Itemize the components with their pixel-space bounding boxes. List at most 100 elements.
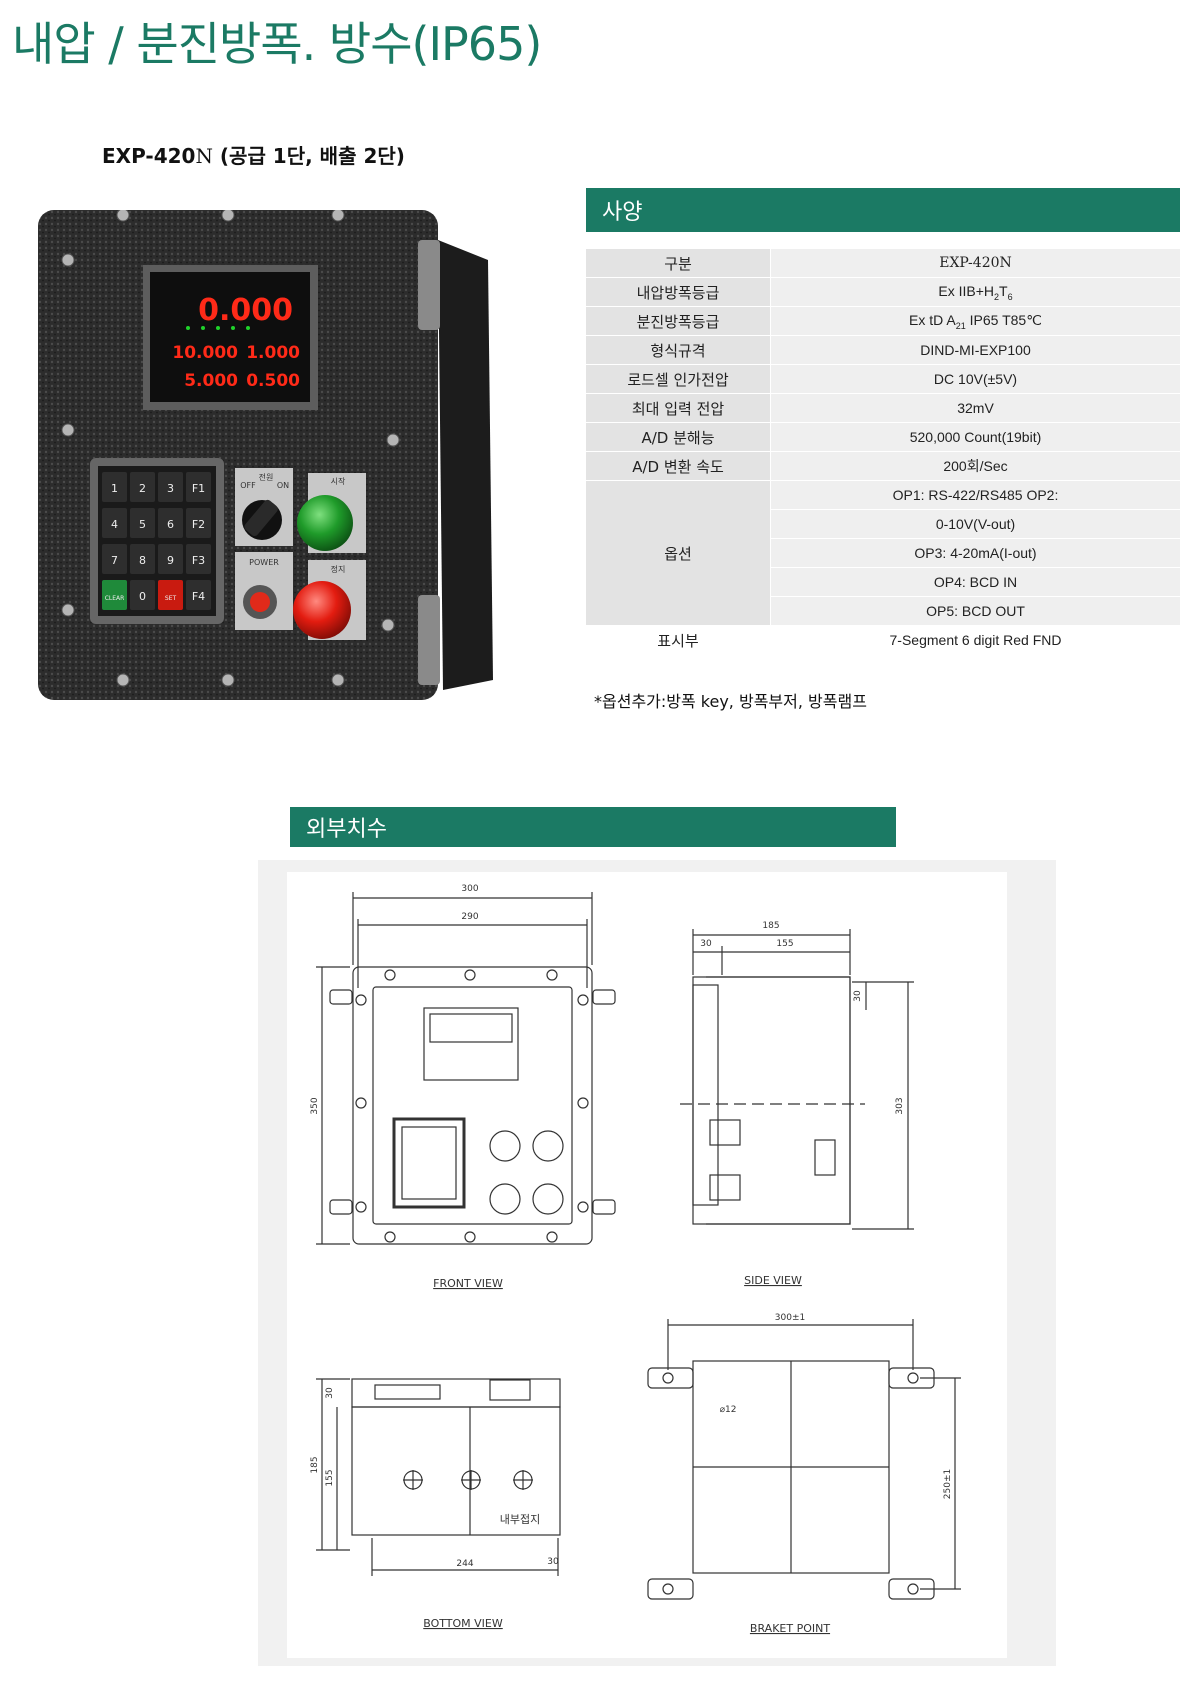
model-code: EXP-420: [102, 144, 196, 168]
keypad-key[interactable]: [130, 472, 155, 502]
keypad-key[interactable]: [158, 580, 183, 610]
keypad-key[interactable]: [186, 508, 211, 538]
spec-label: 내압방폭등급: [586, 277, 771, 307]
dimension-section-header: 외부치수: [290, 807, 896, 847]
switch-label: 전원: [259, 472, 274, 482]
spec-section-header: 사양: [586, 188, 1180, 232]
drawing-sheet: [287, 872, 1007, 1658]
side-view: [680, 929, 914, 1230]
keypad-key-label: 5: [139, 518, 146, 531]
dim-side-d1: 30: [700, 939, 712, 949]
spec-label: 분진방폭등급: [586, 306, 771, 336]
dim-bottom-top: 30: [325, 1387, 335, 1399]
options-note: *옵션추가:방폭 key, 방폭부저, 방폭램프: [594, 692, 867, 711]
model-desc: (공급 1단, 배출 2단): [212, 144, 405, 168]
spec-label: 로드셀 인가전압: [586, 364, 771, 394]
page-title: 내압 / 분진방폭. 방수(IP65): [12, 17, 542, 71]
caption-bottom-view: BOTTOM VIEW: [423, 1617, 503, 1630]
keypad-key[interactable]: [186, 544, 211, 574]
stop-button[interactable]: [293, 581, 351, 639]
keypad-key[interactable]: [102, 580, 127, 610]
keypad-key[interactable]: [158, 472, 183, 502]
start-label: 시작: [331, 476, 346, 486]
spec-value: 7-Segment 6 digit Red FND: [770, 625, 1180, 655]
keypad-key-label: 7: [111, 554, 118, 567]
spec-label: 구분: [586, 249, 771, 278]
dim-front-width: 300: [461, 884, 478, 894]
model-suffix: N: [195, 144, 213, 168]
display-row3-right: 0.500: [246, 371, 300, 391]
keypad-key-label: CLEAR: [105, 595, 125, 602]
dim-bottom-width: 244: [456, 1559, 473, 1569]
keypad-key[interactable]: [130, 580, 155, 610]
hinge-top: [418, 240, 440, 330]
keypad-key-label: 6: [167, 518, 174, 531]
front-view: [316, 892, 616, 1245]
spec-value: DIND-MI-EXP100: [770, 335, 1180, 365]
spec-label: 형식규격: [586, 335, 771, 365]
spec-value: DC 10V(±5V): [770, 364, 1180, 394]
keypad-key-label: F3: [192, 554, 205, 567]
spec-label: 최대 입력 전압: [586, 393, 771, 423]
hinge-bottom: [418, 595, 440, 685]
keypad-key[interactable]: [102, 508, 127, 538]
spec-value: Ex tD A21 IP65 T85℃: [770, 306, 1180, 336]
dim-side-d2: 155: [776, 939, 793, 949]
dim-side-top: 30: [853, 990, 863, 1002]
spec-value: OP1: RS-422/RS485 OP2:: [770, 480, 1180, 510]
bottom-view: [316, 1378, 561, 1576]
spec-row: OP3: 4-20mA(I-out): [586, 538, 1180, 568]
keypad-key[interactable]: [186, 580, 211, 610]
keypad-key-label: 0: [139, 590, 146, 603]
caption-front-view: FRONT VIEW: [433, 1277, 503, 1290]
keypad-key-label: F1: [192, 482, 205, 495]
keypad-key-label: 1: [111, 482, 118, 495]
display-main: 0.000: [198, 293, 293, 328]
spec-value: Ex IIB+H2T6: [770, 277, 1180, 307]
keypad-key-label: 2: [139, 482, 146, 495]
spec-row: OP5: BCD OUT: [586, 596, 1180, 626]
keypad-key[interactable]: [158, 544, 183, 574]
keypad-key[interactable]: [130, 544, 155, 574]
spec-value: 0-10V(V-out): [770, 509, 1180, 539]
spec-label: 표시부: [586, 625, 771, 655]
dim-bottom-inner: 155: [325, 1469, 335, 1486]
keypad-key[interactable]: [130, 508, 155, 538]
dim-side-height: 303: [895, 1097, 905, 1114]
keypad-key[interactable]: [102, 472, 127, 502]
keypad-key[interactable]: [158, 508, 183, 538]
dim-bracket-height: 250±1: [943, 1469, 953, 1499]
dim-bottom-right: 30: [547, 1557, 559, 1567]
start-button[interactable]: [297, 495, 353, 551]
switch-on-label: ON: [277, 481, 289, 490]
ground-label: 내부접지: [500, 1513, 540, 1526]
spec-value: 520,000 Count(19bit): [770, 422, 1180, 452]
display-row2-left: 10.000: [172, 343, 238, 363]
display-row2-right: 1.000: [246, 343, 300, 363]
keypad-key-label: 4: [111, 518, 118, 531]
bracket-view: [647, 1319, 961, 1600]
spec-value: 200회/Sec: [770, 451, 1180, 481]
spec-row: OP4: BCD IN: [586, 567, 1180, 597]
spec-value: OP4: BCD IN: [770, 567, 1180, 597]
dim-bottom-outer: 185: [310, 1456, 320, 1473]
keypad-key[interactable]: [186, 472, 211, 502]
dim-front-inner-width: 290: [461, 912, 478, 922]
caption-bracket: BRAKET POINT: [750, 1622, 830, 1635]
dim-side-depth: 185: [762, 921, 779, 931]
keypad-key-label: 9: [167, 554, 174, 567]
power-lamp-label: POWER: [249, 558, 279, 567]
keypad-key[interactable]: [102, 544, 127, 574]
